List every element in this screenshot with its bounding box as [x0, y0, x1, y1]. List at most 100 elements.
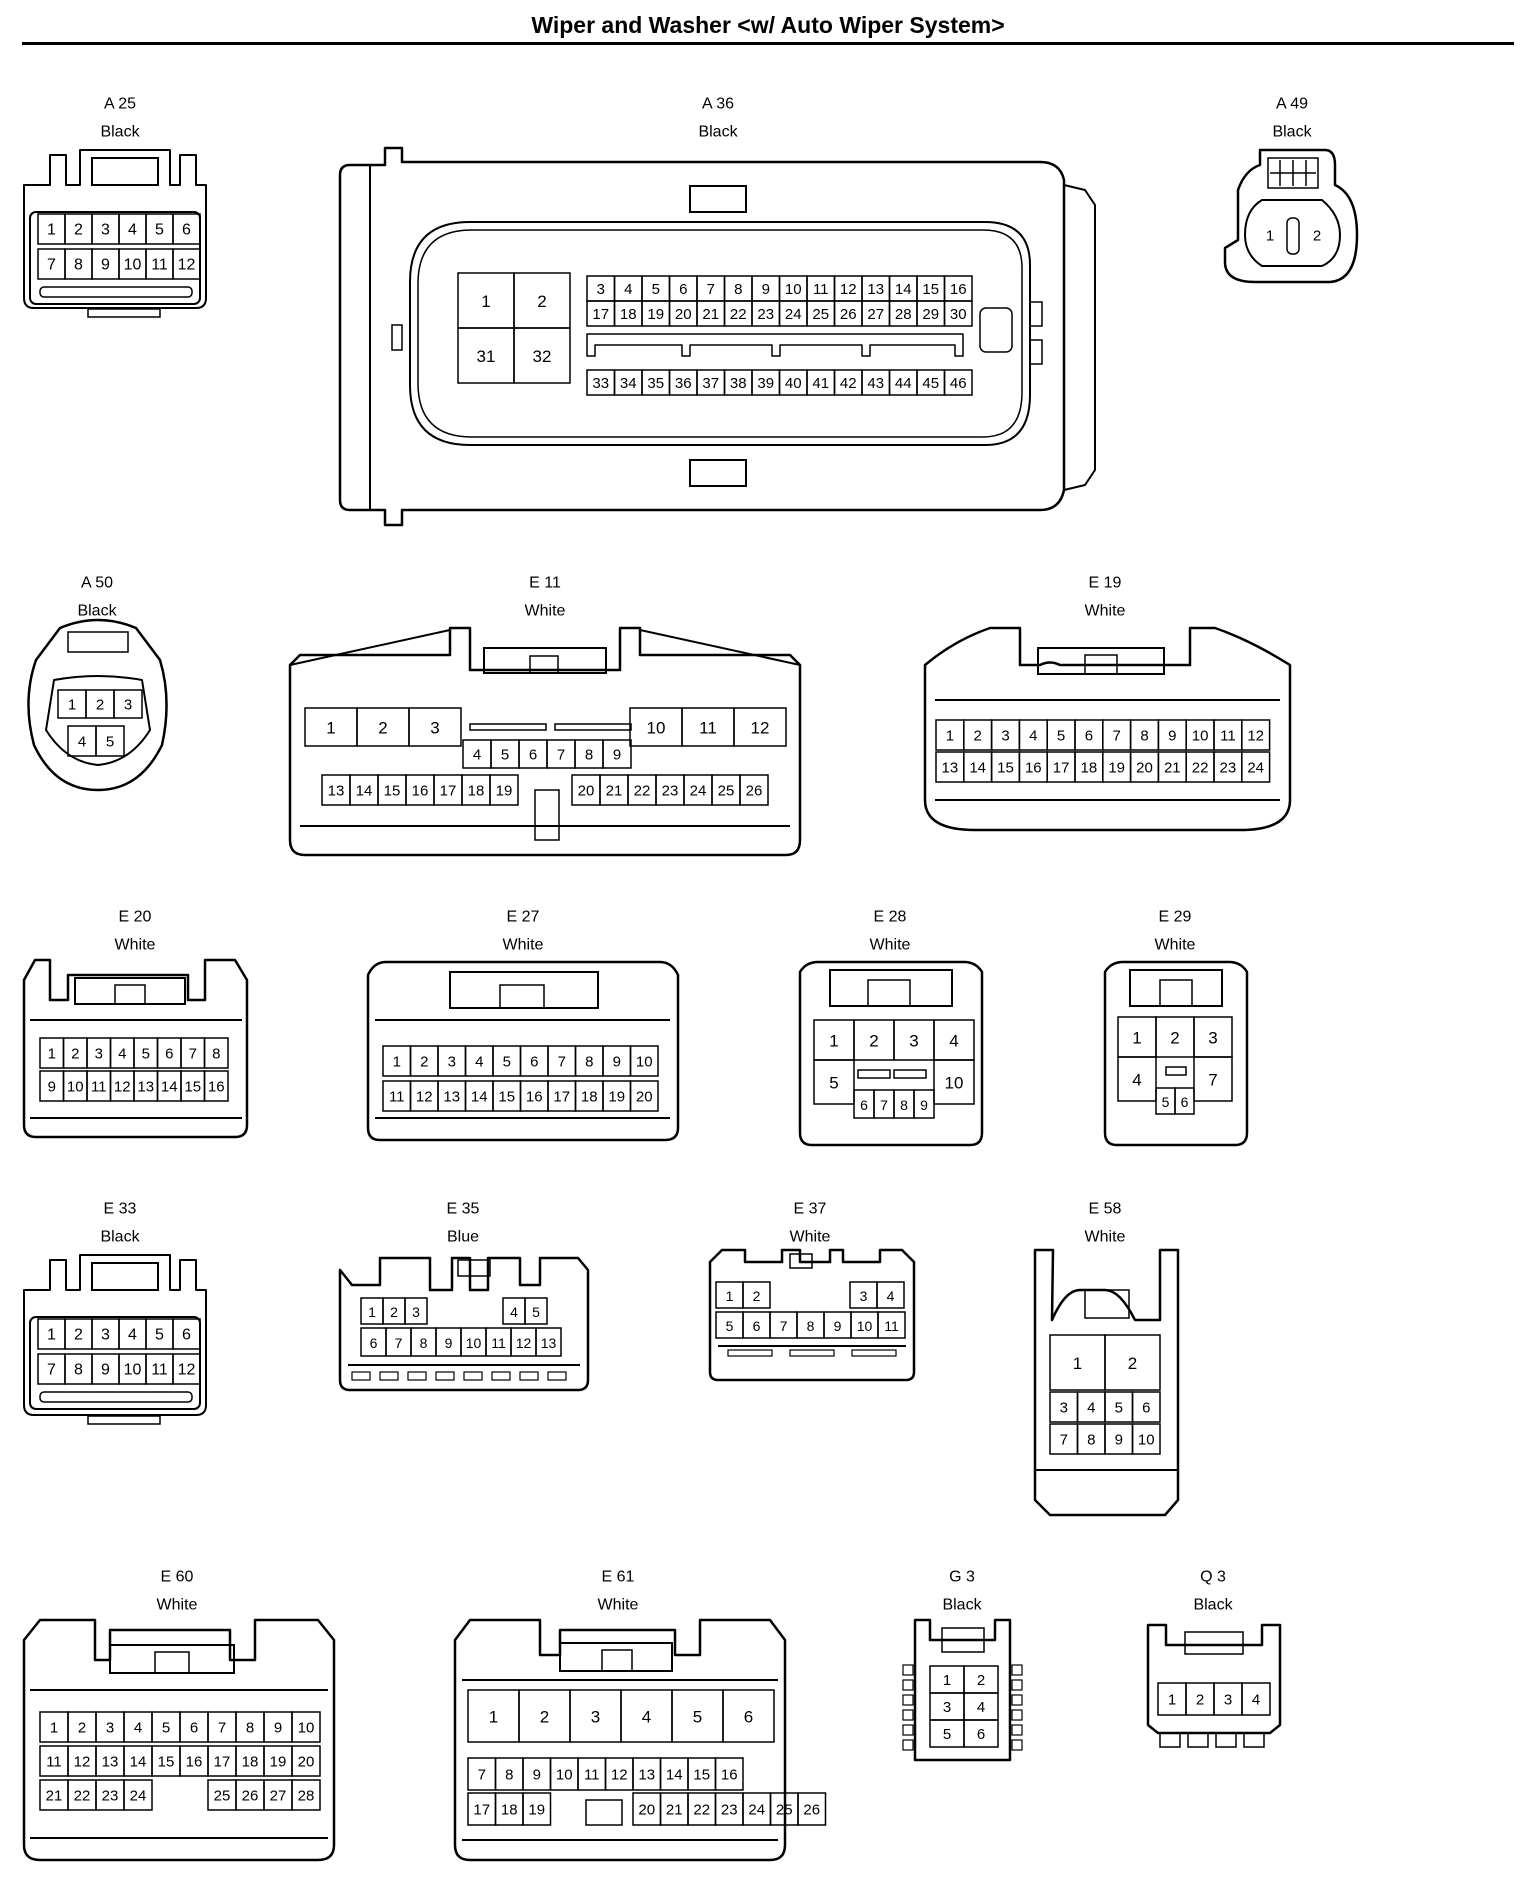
pin-cell: [172, 213, 201, 245]
pin-number: 14: [161, 1079, 178, 1096]
connector-housing-outline: [941, 1627, 985, 1653]
pin-number: 23: [662, 783, 679, 800]
pin-number: 24: [785, 306, 802, 323]
connector-housing-outline: [417, 229, 1023, 438]
pin-number: 7: [780, 1318, 788, 1334]
pin-cell: [408, 707, 462, 747]
pin-cell: [1241, 1682, 1271, 1716]
pin-number: 4: [475, 1054, 483, 1071]
connector-housing-outline: [1011, 1679, 1023, 1691]
pin-number: 11: [1220, 728, 1236, 745]
pin-number: 8: [212, 1046, 220, 1063]
pin-number: 2: [1128, 1354, 1137, 1373]
pin-number: 20: [1136, 760, 1153, 777]
pin-number: 7: [558, 1054, 566, 1071]
pin-number: 2: [537, 292, 546, 311]
pin-number: 19: [496, 783, 513, 800]
pin-number: 5: [155, 222, 164, 239]
connector-housing-outline: [902, 1739, 914, 1751]
pin-number: 2: [420, 1054, 428, 1071]
pin-cell: [1174, 1087, 1195, 1115]
pin-number: 10: [67, 1079, 84, 1096]
connector-housing-outline: [1159, 979, 1193, 1007]
connector-id-label: A 25: [104, 96, 136, 113]
pin-number: 18: [468, 783, 485, 800]
pin-cell: [95, 725, 125, 757]
pin-cell: [524, 1297, 548, 1325]
pin-cell: [602, 739, 632, 769]
pin-cell: [1131, 1391, 1161, 1423]
pin-number: 12: [840, 281, 857, 298]
connector-color-label: White: [1085, 603, 1126, 620]
pin-number: 17: [440, 783, 457, 800]
pin-number: 2: [1196, 1692, 1204, 1709]
connector-housing-outline: [366, 960, 680, 1142]
pin-number: 9: [101, 1362, 110, 1379]
pin-number: 30: [950, 306, 967, 323]
pin-number: 10: [556, 1767, 573, 1784]
connector-color-label: Black: [1272, 124, 1312, 141]
pin-number: 22: [1192, 760, 1209, 777]
pin-number: 13: [443, 1089, 460, 1106]
pin-number: 5: [142, 1046, 150, 1063]
pin-number: 9: [613, 1054, 621, 1071]
pin-number: 3: [1001, 728, 1009, 745]
connector-housing-outline: [639, 629, 801, 666]
connector-color-label: White: [503, 937, 544, 954]
pin-cell: [963, 1719, 999, 1748]
pin-number: 5: [1115, 1400, 1123, 1417]
connector-housing-outline: [902, 1694, 914, 1706]
connector-id-label: E 60: [161, 1569, 194, 1586]
connector-housing-outline: [1270, 160, 1316, 186]
pin-number: 14: [356, 783, 373, 800]
pin-number: 14: [895, 281, 912, 298]
pin-number: 7: [1060, 1432, 1068, 1449]
pin-number: 25: [214, 1788, 231, 1805]
pin-number: 15: [922, 281, 939, 298]
pin-number: 13: [942, 760, 959, 777]
pin-number: 23: [721, 1802, 738, 1819]
pin-number: 14: [666, 1767, 683, 1784]
connector-housing-outline: [1011, 1664, 1023, 1676]
pin-number: 18: [242, 1754, 259, 1771]
pin-number: 39: [757, 375, 774, 392]
pin-number: 2: [977, 1672, 985, 1689]
pin-number: 43: [867, 375, 884, 392]
pin-number: 10: [647, 719, 666, 738]
pin-number: 11: [46, 1754, 62, 1771]
connector-housing-outline: [585, 1799, 623, 1826]
pin-number: 5: [503, 1054, 511, 1071]
pin-number: 19: [528, 1802, 545, 1819]
pin-number: 16: [526, 1089, 543, 1106]
connector-color-label: Black: [100, 124, 140, 141]
connector-housing-outline: [529, 655, 559, 674]
pin-number: 5: [726, 1318, 734, 1334]
pin-number: 3: [101, 222, 110, 239]
pin-number: 4: [118, 1046, 126, 1063]
connector-id-label: E 29: [1159, 909, 1192, 926]
pin-number: 19: [270, 1754, 287, 1771]
connector-housing-outline: [469, 723, 547, 731]
connector-housing-outline: [902, 1709, 914, 1721]
connector-color-label: Black: [698, 124, 738, 141]
connector-color-label: Blue: [447, 1229, 479, 1246]
pin-cell: [943, 369, 973, 396]
pin-cell: [1104, 1334, 1161, 1391]
pin-number: 11: [91, 1079, 107, 1096]
pin-number: 6: [182, 1327, 191, 1344]
pin-number: 19: [647, 306, 664, 323]
connector-id-label: E 35: [447, 1201, 480, 1218]
connector-housing-outline: [435, 1371, 455, 1381]
pin-cell: [813, 1059, 855, 1105]
connector-housing-outline: [1011, 1694, 1023, 1706]
pin-number: 10: [636, 1054, 653, 1071]
pin-number: 4: [134, 1720, 142, 1737]
